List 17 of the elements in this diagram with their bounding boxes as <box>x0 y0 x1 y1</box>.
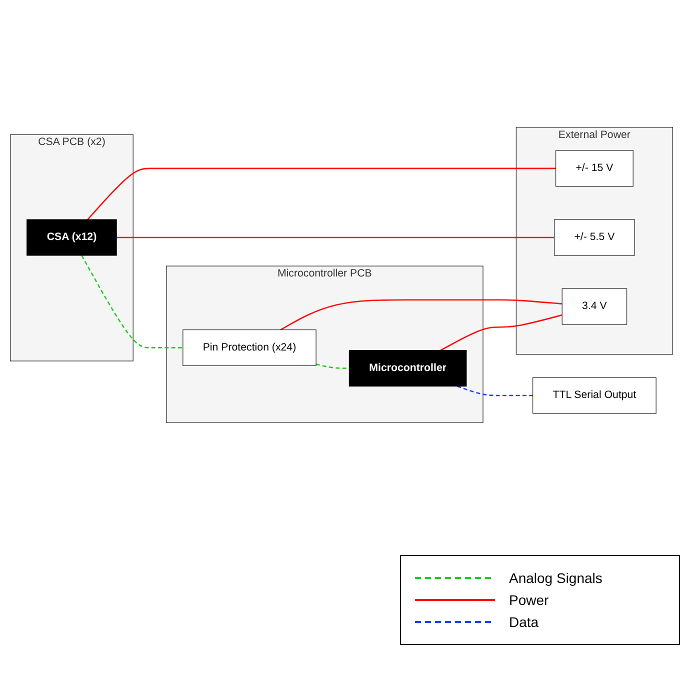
node-box: +/- 15 V <box>555 150 634 187</box>
legend-label: Data <box>509 614 539 630</box>
connector <box>457 386 533 396</box>
node-box: Pin Protection (x24) <box>182 329 316 366</box>
legend-label: Analog Signals <box>509 570 602 586</box>
connector <box>316 364 350 369</box>
node-box: TTL Serial Output <box>532 377 656 414</box>
connector <box>81 255 183 348</box>
connector <box>280 299 562 330</box>
node-box: 3.4 V <box>562 288 628 325</box>
connector <box>87 168 556 220</box>
node-box: +/- 5.5 V <box>554 219 635 256</box>
node-box: Microcontroller <box>348 350 467 387</box>
connector <box>116 236 554 238</box>
connector <box>440 314 562 351</box>
node-box: CSA (x12) <box>26 219 117 256</box>
legend-label: Power <box>509 592 549 608</box>
